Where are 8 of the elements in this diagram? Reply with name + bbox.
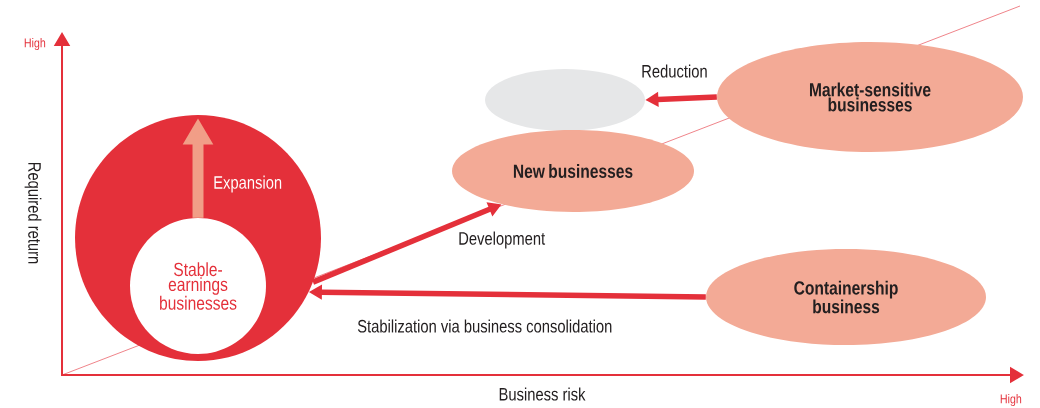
edge-label: Development: [459, 231, 546, 249]
edge-label: Expansion: [214, 175, 282, 193]
edge-label: Reduction: [642, 64, 707, 78]
axis-title: Business risk: [499, 387, 586, 401]
axis-label: High: [1000, 393, 1022, 407]
axis-label: High: [24, 37, 46, 51]
axis-title: Required return: [24, 162, 42, 264]
edge-label: Stabilization via business consolidation: [357, 319, 612, 333]
